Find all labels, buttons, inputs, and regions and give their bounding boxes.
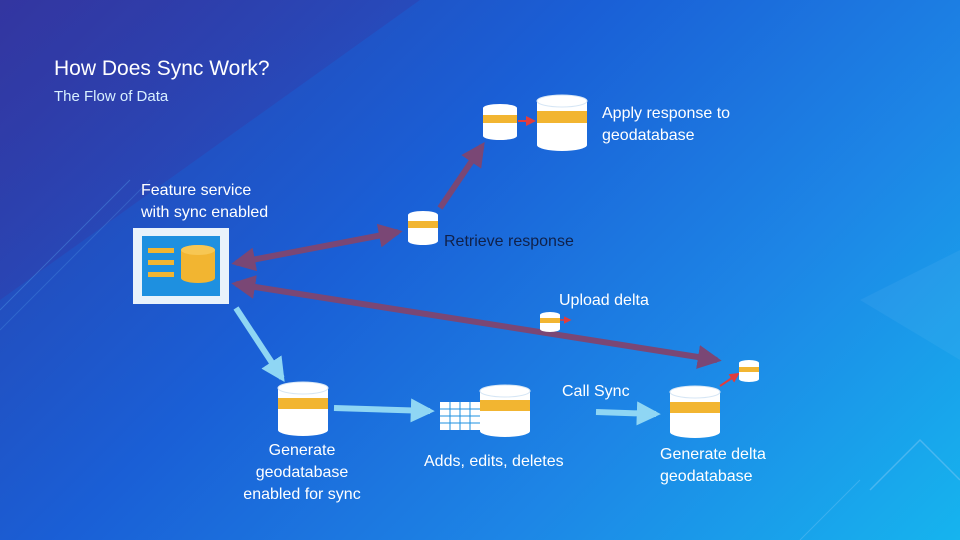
database-icon-delta-small (739, 360, 759, 382)
label-generate-line1: Generate (268, 442, 336, 459)
database-icon-edits (479, 384, 531, 437)
arrow-retrieve-response (231, 223, 403, 272)
label-apply-line2: geodatabase (602, 127, 695, 144)
label-generate-geodatabase: Generate geodatabase enabled for sync (226, 440, 378, 506)
label-feature-service-line1: Feature service (141, 182, 252, 199)
label-feature-service: Feature service with sync enabled (141, 180, 268, 224)
table-grid-icon (440, 402, 480, 430)
arrow-apply-response (437, 142, 485, 210)
label-call-sync: Call Sync (562, 383, 630, 400)
database-icon-upload (540, 312, 560, 332)
database-icon-response-small (483, 104, 517, 140)
label-generate-line2: geodatabase (255, 464, 349, 481)
label-apply-response: Apply response to geodatabase (602, 103, 730, 147)
arrow-generate-to-edits (333, 398, 435, 423)
slide-subtitle: The Flow of Data (54, 88, 169, 105)
feature-service-icon (133, 228, 229, 304)
label-upload-delta: Upload delta (559, 292, 649, 309)
label-generate-line3: enabled for sync (243, 486, 361, 503)
arrow-edits-to-delta (595, 401, 661, 426)
database-icon-delta (669, 385, 721, 438)
arrow-upload-delta (231, 275, 722, 369)
database-icon-generate (277, 381, 329, 436)
label-generate-delta: Generate delta geodatabase (660, 444, 766, 488)
label-generate-delta-line2: geodatabase (660, 468, 753, 485)
database-icon-response (408, 211, 438, 245)
slide-title: How Does Sync Work? (54, 57, 270, 80)
label-adds-edits-deletes: Adds, edits, deletes (424, 453, 564, 470)
red-arrow-delta-out (719, 372, 740, 387)
label-feature-service-line2: with sync enabled (141, 204, 269, 221)
label-generate-delta-line1: Generate delta (660, 446, 766, 463)
arrow-service-to-generate (233, 306, 285, 383)
database-icon-applied (536, 94, 588, 151)
label-retrieve-response: Retrieve response (444, 233, 574, 250)
label-apply-line1: Apply response to (602, 105, 731, 122)
